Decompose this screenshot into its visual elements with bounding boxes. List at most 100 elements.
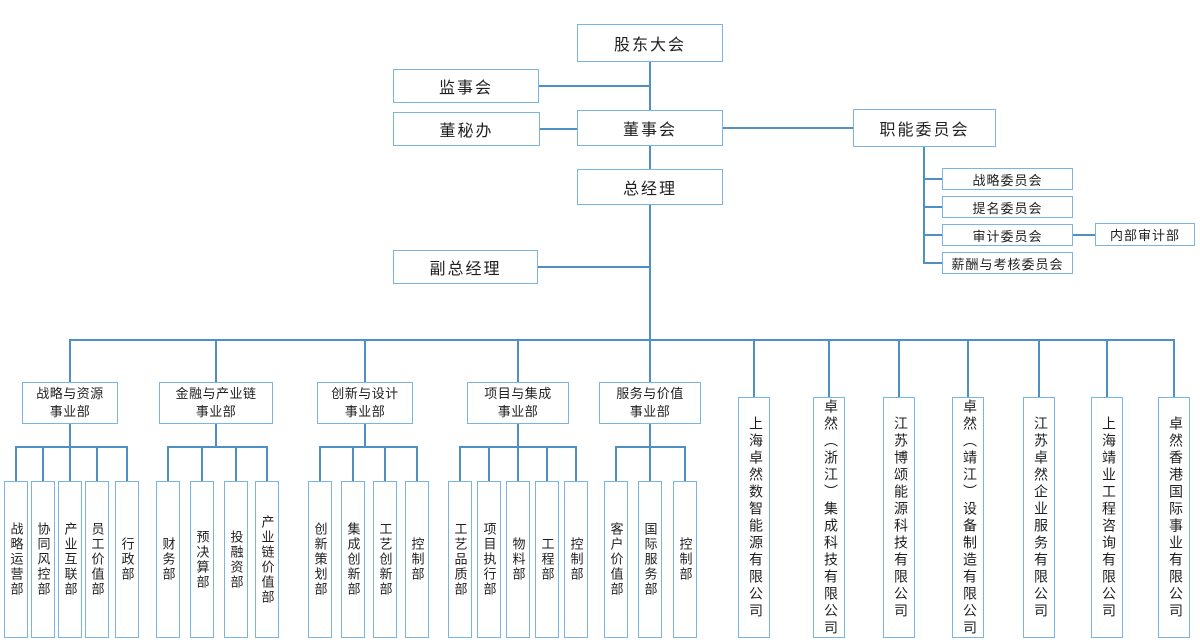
dept-label: 投融资部 — [228, 529, 244, 590]
division-dept: 产业链价值部 — [255, 481, 279, 638]
division-dept: 物料部 — [506, 481, 530, 638]
node-board-of-directors: 董事会 — [577, 110, 723, 146]
connector — [923, 234, 942, 236]
connector — [266, 447, 268, 481]
division-strategy-resources: 战略与资源事业部 — [22, 382, 118, 424]
connector — [517, 447, 519, 481]
node-label: 董秘办 — [439, 123, 494, 140]
connector — [1073, 234, 1095, 236]
node-general-manager: 总经理 — [577, 169, 723, 205]
connector — [96, 447, 98, 481]
connector — [649, 424, 651, 447]
subsidiary-company: 卓然（浙江）集成科技有限公司 — [813, 397, 845, 638]
dept-label: 集成创新部 — [345, 522, 361, 597]
connector — [923, 178, 942, 180]
subsidiary-company: 江苏卓然企业服务有限公司 — [1023, 397, 1055, 638]
division-dept: 投融资部 — [224, 481, 248, 638]
node-supervisory-board: 监事会 — [393, 69, 539, 103]
connector — [235, 447, 237, 481]
connector — [42, 447, 44, 481]
connector — [539, 85, 651, 87]
company-label: 上海卓然数智能源有限公司 — [747, 415, 762, 620]
connector — [517, 340, 519, 382]
connector — [364, 424, 366, 447]
division-dept: 工程部 — [535, 481, 559, 638]
node-label: 总经理 — [622, 181, 677, 198]
connector — [319, 447, 321, 481]
node-label: 提名委员会 — [972, 200, 1043, 216]
connector — [69, 447, 71, 481]
division-dept: 控制部 — [564, 481, 588, 638]
node-remuneration-appraisal-committee: 薪酬与考核委员会 — [942, 252, 1073, 274]
connector — [416, 447, 418, 481]
subsidiary-company: 卓然香港国际事业有限公司 — [1158, 397, 1190, 638]
company-label: 卓然香港国际事业有限公司 — [1167, 415, 1182, 620]
division-label: 事业部 — [49, 404, 91, 419]
dept-label: 产业互联部 — [62, 522, 78, 597]
node-shareholders-meeting: 股东大会 — [577, 24, 723, 62]
connector — [1038, 340, 1040, 397]
division-dept: 项目执行部 — [477, 481, 501, 638]
dept-label: 预决算部 — [194, 529, 210, 590]
dept-label: 员工价值部 — [89, 522, 105, 597]
connector — [723, 127, 853, 129]
division-dept: 国际服务部 — [638, 481, 662, 638]
company-label: 江苏卓然企业服务有限公司 — [1032, 415, 1047, 620]
connector — [167, 446, 268, 448]
connector — [649, 447, 651, 481]
dept-label: 物料部 — [510, 537, 526, 582]
division-label: 事业部 — [344, 404, 386, 419]
connector — [1106, 340, 1108, 397]
division-dept: 工艺创新部 — [373, 481, 397, 638]
connector — [319, 446, 418, 448]
node-label: 副总经理 — [429, 261, 502, 278]
company-label: 卓然（浙江）集成科技有限公司 — [822, 398, 837, 637]
division-dept: 创新策划部 — [308, 481, 332, 638]
division-dept: 协同风控部 — [31, 481, 55, 638]
dept-label: 项目执行部 — [481, 522, 497, 597]
dept-label: 工程部 — [539, 537, 555, 582]
division-dept: 控制部 — [405, 481, 429, 638]
connector — [923, 262, 942, 264]
connector — [649, 146, 651, 169]
node-audit-committee: 审计委员会 — [942, 224, 1073, 246]
division-dept: 财务部 — [156, 481, 180, 638]
connector — [215, 340, 217, 382]
connector — [1173, 340, 1175, 397]
connector — [615, 447, 617, 481]
dept-label: 行政部 — [119, 537, 135, 582]
company-label: 上海靖业工程咨询有限公司 — [1100, 415, 1115, 620]
connector — [167, 447, 169, 481]
subsidiary-company: 上海靖业工程咨询有限公司 — [1091, 397, 1123, 638]
division-label: 事业部 — [497, 404, 539, 419]
dept-label: 控制部 — [568, 537, 584, 582]
connector — [649, 340, 651, 382]
division-service-value: 服务与价值事业部 — [599, 382, 701, 424]
division-dept: 行政部 — [115, 481, 139, 638]
division-dept: 集成创新部 — [341, 481, 365, 638]
connector — [649, 205, 651, 340]
dept-label: 国际服务部 — [642, 522, 658, 597]
connector — [215, 424, 217, 447]
connector — [828, 340, 830, 397]
node-label: 董事会 — [622, 122, 677, 139]
node-label: 薪酬与考核委员会 — [951, 256, 1064, 272]
subsidiary-company: 江苏博颂能源科技有限公司 — [883, 397, 915, 638]
connector — [201, 447, 203, 481]
node-label: 监事会 — [438, 80, 493, 97]
node-nomination-committee: 提名委员会 — [942, 196, 1073, 218]
division-finance-industry-chain: 金融与产业链事业部 — [159, 382, 273, 424]
dept-label: 协同风控部 — [35, 522, 51, 597]
connector — [15, 447, 17, 481]
connector — [384, 447, 386, 481]
division-label: 事业部 — [629, 404, 671, 419]
dept-label: 产业链价值部 — [259, 514, 275, 605]
node-deputy-general-manager: 副总经理 — [393, 250, 538, 284]
node-label: 职能委员会 — [879, 122, 970, 139]
connector — [15, 446, 128, 448]
connector — [69, 339, 1175, 341]
node-functional-committees: 职能委员会 — [853, 109, 996, 147]
division-label: 项目与集成 — [484, 385, 552, 401]
division-label: 金融与产业链 — [175, 385, 257, 401]
dept-label: 创新策划部 — [312, 522, 328, 597]
